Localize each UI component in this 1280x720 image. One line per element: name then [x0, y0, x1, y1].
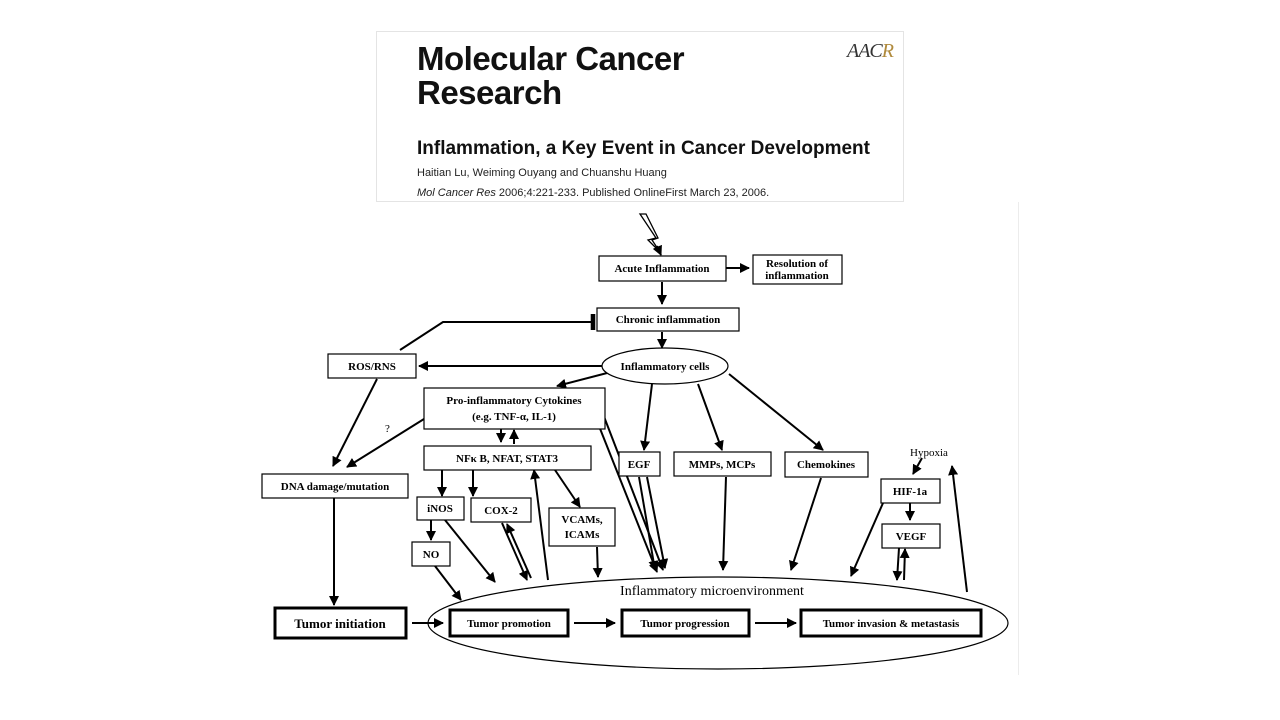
mmps-label: MMPs, MCPs: [689, 459, 756, 471]
edge-cells-cytokines: [556, 371, 612, 389]
resolution-label-line2: inflammation: [765, 270, 829, 282]
aacr-logo: AACR: [847, 40, 894, 63]
edge-cox2-microenv-a: [501, 522, 528, 581]
edge-chemokines-microenv: [789, 477, 822, 571]
article-citation: Mol Cancer Res 2006;4:221-233. Published…: [417, 187, 769, 199]
aacr-logo-prefix: AAC: [847, 40, 883, 62]
node-cytokines: Pro-inflammatory Cytokines (e.g. TNF-α, …: [423, 387, 606, 430]
node-hif: HIF-1a: [880, 478, 941, 504]
node-chronic-inflammation: Chronic inflammation: [596, 307, 740, 332]
node-cox2: COX-2: [470, 497, 532, 523]
resolution-label-line1: Resolution of: [766, 258, 828, 270]
journal-title-line1: Molecular Cancer: [417, 40, 685, 77]
edge-inos-promotion: [444, 519, 496, 583]
journal-title-line2: Research: [417, 74, 562, 111]
node-vcams: VCAMs, ICAMs: [548, 507, 616, 547]
node-tumor-invasion: Tumor invasion & metastasis: [799, 608, 983, 638]
edge-microenv-cox2: [506, 523, 532, 579]
node-dna-damage: DNA damage/mutation: [261, 473, 409, 499]
edge-egf-microenv-a: [638, 476, 659, 571]
edge-egf-microenv-b: [646, 476, 669, 569]
edge-microenv-vegf: [899, 548, 910, 581]
vcams-label-line2: ICAMs: [565, 529, 601, 541]
node-tumor-progression: Tumor progression: [620, 608, 751, 638]
chemokines-label: Chemokines: [797, 459, 856, 471]
cox2-label: COX-2: [484, 505, 518, 517]
node-egf: EGF: [618, 451, 661, 477]
hypoxia-label: Hypoxia: [910, 447, 948, 459]
diagram-area: Inflammatory microenvironment Acute Infl…: [255, 202, 1019, 675]
node-mmps: MMPs, MCPs: [673, 451, 772, 477]
node-tumor-initiation: Tumor initiation: [273, 606, 408, 640]
edge-mmps-microenv: [718, 476, 729, 571]
node-vegf: VEGF: [881, 523, 941, 549]
edge-vegf-microenv: [892, 547, 903, 581]
node-ros-rns: ROS/RNS: [327, 353, 417, 379]
edge-ros-dna: [332, 378, 378, 467]
edge-hypoxia-hif: [912, 457, 923, 475]
node-resolution: Resolution of inflammation: [752, 254, 843, 285]
tumor-promotion-label: Tumor promotion: [467, 618, 551, 630]
egf-label: EGF: [628, 459, 651, 471]
journal-title: Molecular Cancer Research: [417, 40, 685, 111]
diagram-edges: [329, 244, 968, 628]
edge-vcams-microenv: [592, 546, 603, 578]
ros-rns-label: ROS/RNS: [348, 361, 396, 373]
nfkb-label: NFκ B, NFAT, STAT3: [456, 453, 558, 465]
node-inos: iNOS: [416, 496, 465, 521]
edge-no-promotion: [434, 565, 462, 601]
edge-microenv-nfkb: [530, 469, 549, 581]
edge-cells-chemokines: [728, 373, 824, 451]
edge-lightning-acute: [652, 244, 662, 256]
inflammatory-cells-label: Inflammatory cells: [621, 361, 711, 373]
acute-inflammation-label: Acute Inflammation: [614, 263, 709, 275]
microenvironment-node: Inflammatory microenvironment: [427, 576, 1009, 670]
edge-cytokines-dna: [346, 413, 433, 468]
hif-label: HIF-1a: [893, 486, 928, 498]
node-nfkb: NFκ B, NFAT, STAT3: [423, 445, 592, 471]
edge-microenv-hypoxia: [948, 465, 968, 593]
article-title: Inflammation, a Key Event in Cancer Deve…: [417, 138, 870, 159]
node-inflammatory-cells: Inflammatory cells: [601, 347, 729, 385]
node-chemokines: Chemokines: [784, 451, 869, 478]
edge-cells-egf: [640, 383, 653, 451]
tumor-initiation-label: Tumor initiation: [294, 616, 386, 631]
edge-hif-microenv: [850, 502, 884, 577]
node-tumor-promotion: Tumor promotion: [448, 608, 570, 638]
citation-journal: Mol Cancer Res: [417, 187, 496, 199]
inflammation-cancer-diagram: Inflammatory microenvironment Acute Infl…: [261, 213, 1009, 670]
dna-damage-label: DNA damage/mutation: [281, 481, 389, 493]
article-header: Molecular Cancer Research AACR Inflammat…: [376, 31, 904, 202]
chronic-inflammation-label: Chronic inflammation: [616, 314, 721, 326]
vegf-label: VEGF: [896, 531, 927, 543]
article-authors: Haitian Lu, Weiming Ouyang and Chuanshu …: [417, 167, 667, 179]
inos-label: iNOS: [427, 503, 453, 515]
tumor-invasion-label: Tumor invasion & metastasis: [823, 618, 960, 630]
aacr-logo-suffix: R: [881, 40, 894, 62]
edge-cytokines-microenv-a: [594, 415, 659, 573]
microenvironment-label: Inflammatory microenvironment: [620, 584, 804, 599]
no-label: NO: [423, 549, 440, 561]
cytokines-label-line2: (e.g. TNF-α, IL-1): [472, 411, 556, 423]
question-mark: ?: [385, 423, 390, 435]
edge-cells-mmps: [697, 383, 724, 451]
node-acute-inflammation: Acute Inflammation: [598, 255, 727, 282]
cytokines-label-line1: Pro-inflammatory Cytokines: [446, 395, 582, 407]
edge-cytokines-microenv-b: [602, 413, 665, 571]
edge-nfkb-vcams: [554, 469, 581, 508]
edge-ros-inhibits-chronic: [399, 314, 596, 351]
tumor-progression-label: Tumor progression: [640, 618, 729, 630]
node-no: NO: [411, 541, 451, 567]
citation-details: 2006;4:221-233. Published OnlineFirst Ma…: [495, 187, 770, 199]
vcams-label-line1: VCAMs,: [561, 514, 602, 526]
